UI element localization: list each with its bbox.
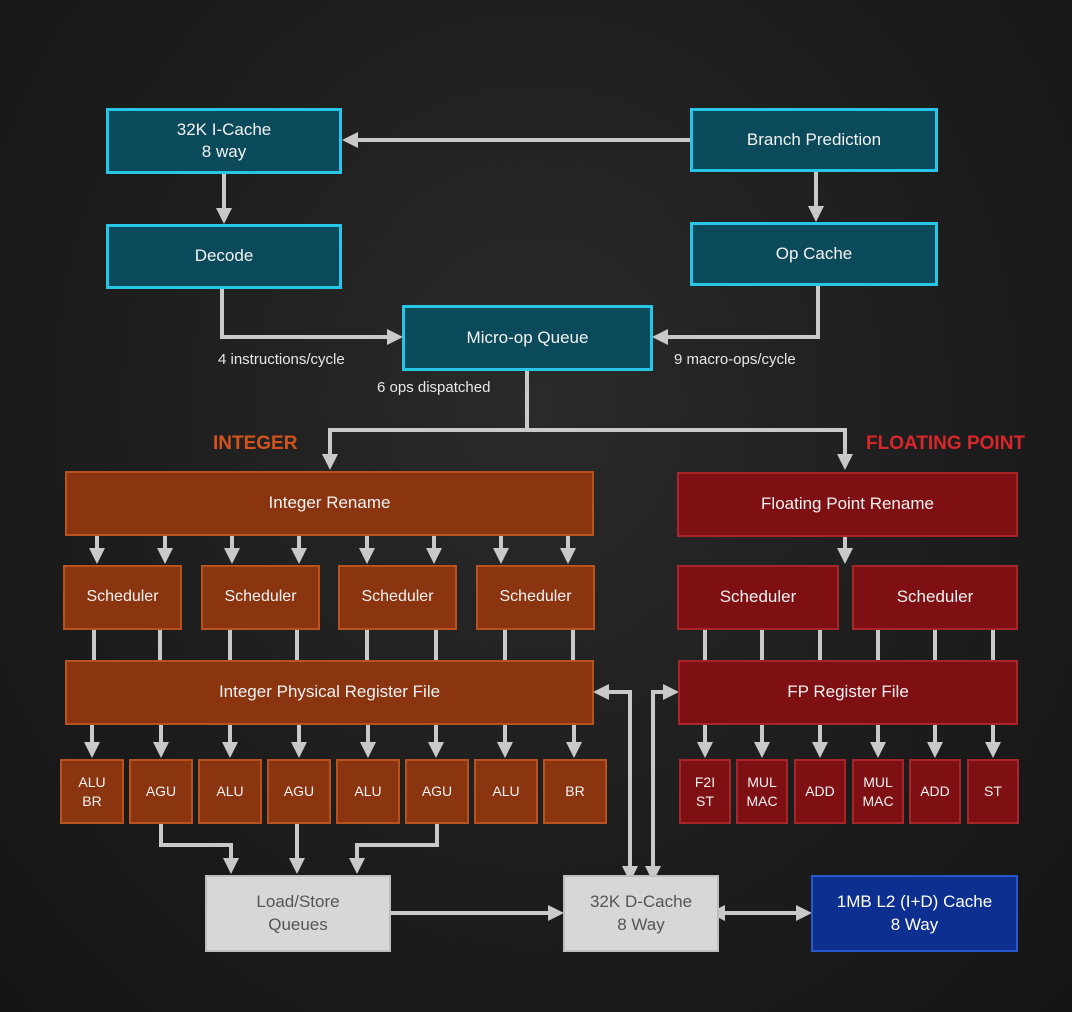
integer-exec-unit: AGU: [405, 759, 469, 824]
decode-rate-label: 4 instructions/cycle: [218, 351, 345, 368]
arrow-queue-to-integer: [322, 428, 527, 470]
decode-box: Decode: [106, 224, 342, 289]
integer-exec-unit: ALU BR: [60, 759, 124, 824]
integer-scheduler: Scheduler: [63, 565, 182, 630]
fp-scheduler: Scheduler: [852, 565, 1018, 630]
integer-exec-unit: AGU: [267, 759, 331, 824]
fp-exec-unit: ADD: [794, 759, 846, 824]
arrow-opcache-to-queue: [652, 286, 820, 345]
arrow-dcache-int-prf: [593, 684, 638, 882]
icache-box: 32K I-Cache 8 way: [106, 108, 342, 174]
fp-exec-unit: ADD: [909, 759, 961, 824]
fp-scheduler: Scheduler: [677, 565, 839, 630]
arrow-decode-to-queue: [220, 289, 403, 345]
floating-point-section-label: FLOATING POINT: [866, 433, 1026, 454]
fp-exec-unit: MUL MAC: [852, 759, 904, 824]
arrow-queue-to-fp: [527, 428, 853, 470]
load-store-queues-box: Load/Store Queues: [205, 875, 391, 952]
integer-register-file-box: Integer Physical Register File: [65, 660, 594, 725]
fp-rename-box: Floating Point Rename: [677, 472, 1018, 537]
l2-cache-box: 1MB L2 (I+D) Cache 8 Way: [811, 875, 1018, 952]
fp-exec-unit: ST: [967, 759, 1019, 824]
integer-scheduler: Scheduler: [338, 565, 457, 630]
dcache-box: 32K D-Cache 8 Way: [563, 875, 719, 952]
dispatch-rate-label: 6 ops dispatched: [377, 379, 491, 396]
arrow-agu-to-loadstore: [159, 823, 239, 874]
integer-exec-unit: ALU: [198, 759, 262, 824]
integer-rename-box: Integer Rename: [65, 471, 594, 536]
fp-exec-unit: F2I ST: [679, 759, 731, 824]
integer-exec-unit: ALU: [336, 759, 400, 824]
micro-op-queue-box: Micro-op Queue: [402, 305, 653, 371]
op-cache-box: Op Cache: [690, 222, 938, 286]
integer-exec-unit: ALU: [474, 759, 538, 824]
integer-exec-unit: BR: [543, 759, 607, 824]
fp-exec-unit: MUL MAC: [736, 759, 788, 824]
opcache-rate-label: 9 macro-ops/cycle: [674, 351, 796, 368]
integer-scheduler: Scheduler: [476, 565, 595, 630]
fp-register-file-box: FP Register File: [678, 660, 1018, 725]
arrow-agu-to-loadstore: [349, 823, 439, 874]
arrow-dcache-fp-rf: [645, 684, 679, 882]
integer-section-label: INTEGER: [213, 433, 298, 454]
branch-prediction-box: Branch Prediction: [690, 108, 938, 172]
integer-scheduler: Scheduler: [201, 565, 320, 630]
integer-exec-unit: AGU: [129, 759, 193, 824]
